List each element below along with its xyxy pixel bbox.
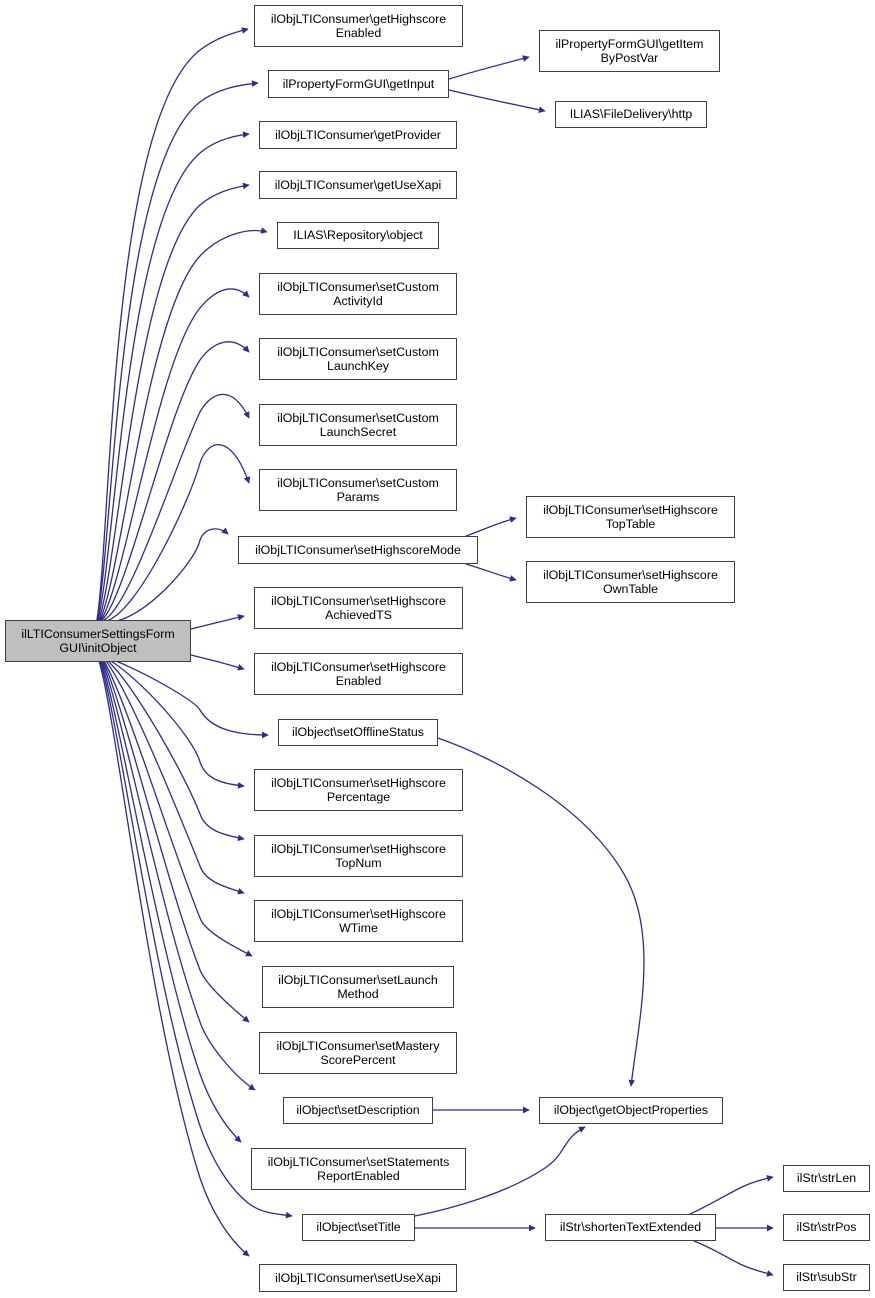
graph-node-label: ilObjLTIConsumer\setHighscore TopTable [543,502,718,532]
graph-node-label: ILIAS\Repository\object [293,228,423,243]
graph-node[interactable]: ilObjLTIConsumer\setCustom LaunchKey [259,338,457,380]
graph-node-label: ilObjLTIConsumer\setCustom ActivityId [277,279,439,309]
graph-node-label: ilObject\getObjectProperties [553,1103,709,1118]
call-edge [96,27,249,621]
edge-paths [96,27,774,1277]
graph-node-label: ILIAS\FileDelivery\http [569,107,693,122]
graph-node[interactable]: ilObject\setDescription [283,1097,433,1124]
graph-node[interactable]: ilObjLTIConsumer\getUseXapi [259,171,457,199]
graph-node-label: ilObjLTIConsumer\getUseXapi [274,177,442,192]
graph-node-label: ilObjLTIConsumer\setMastery ScorePercent [276,1038,440,1068]
call-edge [689,1175,774,1215]
call-edge [693,1240,774,1277]
call-edge [100,288,250,621]
graph-node[interactable]: ilStr\shortenTextExtended [545,1214,716,1241]
call-edge [448,89,546,114]
graph-node-label: ilStr\subStr [796,1270,857,1285]
call-edge [115,660,269,739]
call-edge [98,660,250,1257]
call-edge [96,80,259,621]
graph-node-label: ilObjLTIConsumer\setUseXapi [275,1270,441,1285]
call-edge [465,563,517,582]
call-edge [105,444,251,622]
graph-node[interactable]: ilObjLTIConsumer\setUseXapi [259,1264,457,1292]
graph-node-label: ilObject\setTitle [316,1220,401,1235]
graph-node-label: ilObjLTIConsumer\setHighscore AchievedTS [271,593,446,623]
call-edge [97,131,250,621]
graph-node[interactable]: ilStr\strPos [783,1214,870,1241]
graph-node[interactable]: ilObjLTIConsumer\setCustom LaunchSecret [259,404,457,446]
graph-node-label: ilLTIConsumerSettingsForm GUI\initObject [21,626,175,656]
call-edge [103,660,253,957]
graph-node-label: ilObject\setDescription [296,1103,420,1118]
graph-node[interactable]: ilObjLTIConsumer\setMastery ScorePercent [259,1032,457,1074]
call-edge [101,341,250,621]
graph-node[interactable]: ilStr\strLen [783,1165,870,1192]
graph-node-label: ilStr\shortenTextExtended [559,1220,702,1235]
call-edge [105,660,245,895]
graph-node[interactable]: ilObjLTIConsumer\setLaunch Method [262,966,454,1008]
graph-node-label: ilObjLTIConsumer\setStatements ReportEna… [267,1154,450,1184]
graph-node[interactable]: ilPropertyFormGUI\getItem ByPostVar [539,30,720,72]
graph-node-label: ilObjLTIConsumer\setCustom Params [277,475,439,505]
graph-node-label: ilObjLTIConsumer\setHighscore OwnTable [543,567,718,597]
graph-node[interactable]: ilObjLTIConsumer\getProvider [259,121,457,149]
graph-node-label: ilObjLTIConsumer\setHighscore Enabled [271,659,446,689]
graph-node-label: ilObjLTIConsumer\setHighscoreMode [255,542,461,557]
graph-node[interactable]: ilObjLTIConsumer\setHighscore AchievedTS [254,587,463,629]
graph-node[interactable]: ilObjLTIConsumer\setHighscore TopNum [254,835,463,877]
graph-node-label: ilObjLTIConsumer\setCustom LaunchSecret [277,410,439,440]
call-edge [103,393,250,621]
call-edge [448,55,530,80]
graph-node-label: ilObjLTIConsumer\getProvider [275,127,441,142]
graph-node[interactable]: ilObject\setTitle [302,1214,415,1241]
call-edge [437,737,645,1087]
call-edge [107,660,245,842]
graph-node[interactable]: ilObjLTIConsumer\getHighscore Enabled [254,5,463,47]
graph-node[interactable]: ilObjLTIConsumer\setHighscore Enabled [254,653,463,695]
graph-node-label: ilPropertyFormGUI\getItem ByPostVar [555,36,704,66]
call-edge [102,660,250,1023]
graph-node[interactable]: ilStr\subStr [783,1264,870,1291]
graph-node[interactable]: ilObjLTIConsumer\setCustom ActivityId [259,273,457,315]
graph-node[interactable]: ilObjLTIConsumer\setStatements ReportEna… [251,1148,466,1190]
graph-node[interactable]: ilObjLTIConsumer\setHighscoreMode [238,536,478,564]
graph-node[interactable]: ilObjLTIConsumer\setHighscore WTime [254,900,463,942]
graph-node-label: ilObjLTIConsumer\setHighscore WTime [271,906,446,936]
call-edge [110,660,245,789]
graph-node-label: ilStr\strLen [796,1171,857,1186]
call-edge [98,182,250,621]
graph-node[interactable]: ILIAS\Repository\object [277,222,439,249]
graph-node[interactable]: ilObjLTIConsumer\setCustom Params [259,469,457,511]
graph-node-label: ilPropertyFormGUI\getInput [282,76,435,91]
graph-node-label: ilObjLTIConsumer\setHighscore Percentage [271,775,446,805]
graph-node-label: ilObject\setOfflineStatus [291,725,424,740]
graph-node-label: ilObjLTIConsumer\setHighscore TopNum [271,841,446,871]
graph-node[interactable]: ilObject\setOfflineStatus [278,719,438,746]
call-edge [465,516,517,537]
graph-node[interactable]: ilObjLTIConsumer\setHighscore OwnTable [526,561,735,603]
call-edge [108,527,229,623]
graph-node-root[interactable]: ilLTIConsumerSettingsForm GUI\initObject [5,620,191,662]
call-edge [100,660,242,1143]
call-edge [190,614,245,630]
graph-node-label: ilObjLTIConsumer\setLaunch Method [278,972,438,1002]
graph-node[interactable]: ilObject\getObjectProperties [539,1097,723,1124]
call-edge [190,654,245,671]
graph-node-label: ilObjLTIConsumer\setCustom LaunchKey [277,344,439,374]
call-edge [101,660,256,1091]
graph-node[interactable]: ilObjLTIConsumer\setHighscore TopTable [526,496,735,538]
graph-node[interactable]: ilObjLTIConsumer\setHighscore Percentage [254,769,463,811]
graph-node[interactable]: ilPropertyFormGUI\getInput [268,70,449,98]
graph-node-label: ilObjLTIConsumer\getHighscore Enabled [270,11,447,41]
graph-node[interactable]: ILIAS\FileDelivery\http [555,101,707,128]
graph-node-label: ilStr\strPos [796,1220,857,1235]
